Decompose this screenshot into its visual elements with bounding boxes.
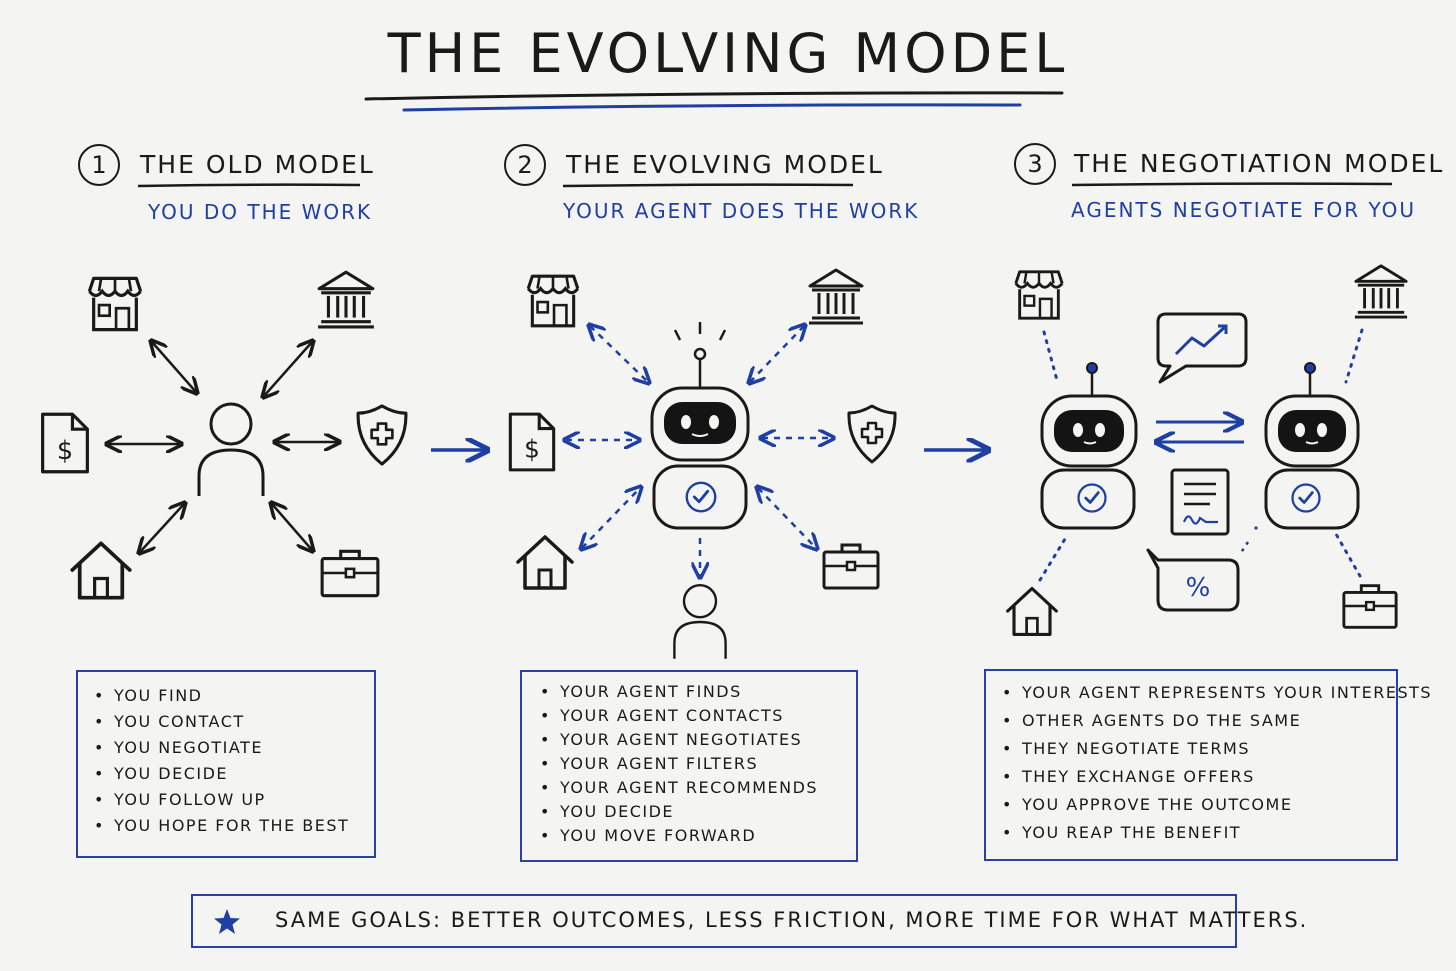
list-item: YOU FIND [94,686,374,712]
list-item: YOU NEGOTIATE [94,738,374,764]
list-item: YOUR AGENT REPRESENTS YOUR INTERESTS [1002,683,1431,711]
list-item: YOU DECIDE [94,764,374,790]
arrow-agent-briefcase [758,488,816,548]
arrow-agent-bank [750,326,804,382]
arrow-person-bank [264,342,312,396]
connector-house-agent [1038,532,1070,582]
robot-agent-icon [1264,362,1360,530]
house-icon [1006,586,1058,636]
robot-agent-icon [650,322,750,530]
step-number-3: 3 [1014,143,1056,185]
arrow-person-briefcase [272,504,312,550]
list-item: YOU APPROVE THE OUTCOME [1002,795,1396,823]
svg-text:%: % [1186,573,1211,603]
flow-arrow-icon [924,430,998,470]
flow-arrow-icon [431,430,495,470]
percent-bubble-icon: % [1146,548,1240,612]
connector-store-agent [1042,330,1060,386]
list-item: YOUR AGENT CONTACTS [540,706,856,730]
list-item: THEY NEGOTIATE TERMS [1002,739,1396,767]
shield-plus-icon [356,404,408,466]
bank-icon [316,270,376,329]
list-item: YOU HOPE FOR THE BEST [94,816,374,842]
chart-bubble-icon [1156,312,1248,384]
house-icon [70,541,132,600]
store-icon [526,274,580,328]
step-number-2: 2 [504,144,546,186]
page-title: THE EVOLVING MODEL [387,22,1069,85]
contract-icon [1170,468,1230,536]
briefcase-icon [1342,584,1398,629]
list-item: YOU REAP THE BENEFIT [1002,823,1396,851]
arrow-person-store [152,342,196,392]
list-item: YOU CONTACT [94,712,374,738]
evolving-model-diagram [508,268,897,661]
briefcase-icon [320,549,380,598]
arrow-person-house [140,504,184,552]
list-item: YOUR AGENT FINDS [540,682,856,706]
invoice-icon [508,412,556,472]
column-title-evolving-model: THE EVOLVING MODEL [566,150,884,179]
list-item: THEY EXCHANGE OFFERS [1002,767,1396,795]
house-icon [516,535,574,590]
column-subtitle-old-model: YOU DO THE WORK [148,200,373,224]
star-icon [214,909,240,934]
column-subtitle-negotiation-model: AGENTS NEGOTIATE FOR YOU [1071,198,1416,222]
store-icon [87,276,143,332]
negotiation-model-diagram: % [1006,264,1409,636]
list-item: OTHER AGENTS DO THE SAME [1002,711,1396,739]
column-subtitle-evolving-model: YOUR AGENT DOES THE WORK [563,199,920,223]
person-icon [673,583,727,661]
old-model-diagram [41,270,408,600]
connector-bank-agent [1344,328,1364,384]
robot-agent-icon [1040,362,1138,530]
column-title-negotiation-model: THE NEGOTIATION MODEL [1074,149,1445,178]
connector-briefcase-agent [1334,532,1362,578]
arrow-agent-store [590,326,648,382]
list-item: YOU FOLLOW UP [94,790,374,816]
store-icon [1014,270,1064,320]
bank-icon [807,268,865,325]
list-item: YOUR AGENT FILTERS [540,754,856,778]
arrow-agent-house [582,488,640,548]
evolving-model-list-box: YOUR AGENT FINDS YOUR AGENT CONTACTS YOU… [520,670,858,862]
person-icon [197,402,265,498]
footer-text: SAME GOALS: BETTER OUTCOMES, LESS FRICTI… [275,908,1309,932]
shield-plus-icon [847,404,897,464]
invoice-icon [41,412,89,474]
step-number-1: 1 [78,144,120,186]
list-item: YOU DECIDE [540,802,856,826]
negotiation-model-list-box: YOUR AGENT REPRESENTS YOUR INTERESTS OTH… [984,669,1431,861]
briefcase-icon [822,543,880,590]
list-item: YOU MOVE FORWARD [540,826,856,850]
old-model-list-box: YOU FIND YOU CONTACT YOU NEGOTIATE YOU D… [76,670,376,858]
list-item: YOUR AGENT NEGOTIATES [540,730,856,754]
footer-banner: SAME GOALS: BETTER OUTCOMES, LESS FRICTI… [191,894,1306,948]
list-item: YOUR AGENT RECOMMENDS [540,778,856,802]
column-title-old-model: THE OLD MODEL [140,150,375,179]
bank-icon [1353,264,1409,319]
